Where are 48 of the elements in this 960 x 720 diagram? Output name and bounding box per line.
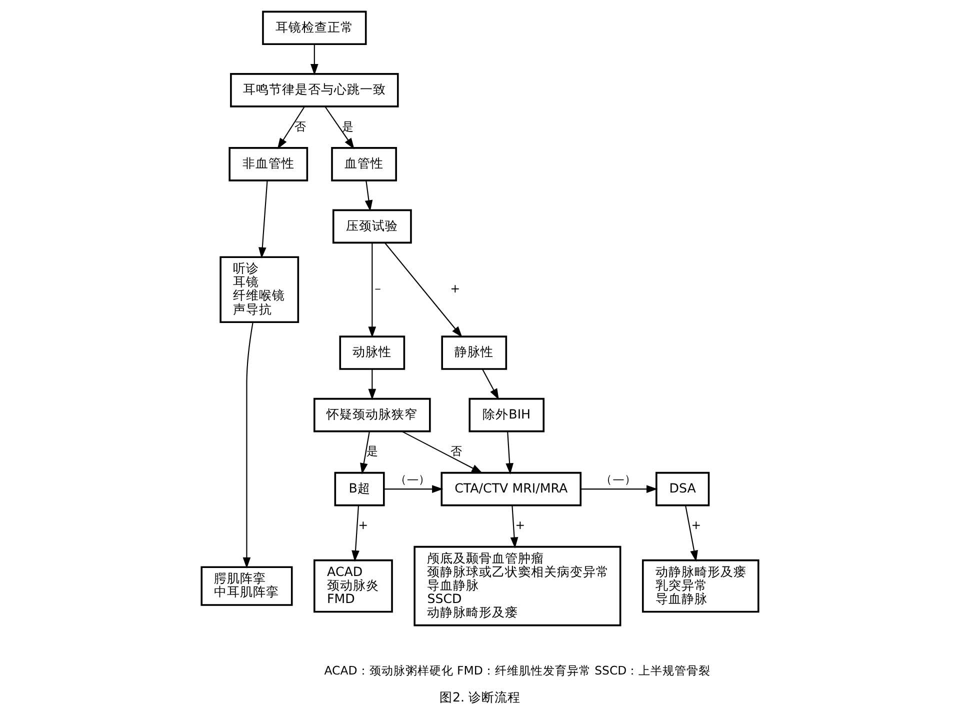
node-box: 耳鸣节律是否与心跳一致 [230,73,399,108]
node-box: 血管性 [331,147,397,182]
node-box: 耳镜检查正常 [262,10,367,46]
edge-label: 否 [294,119,306,134]
arrow [277,106,305,150]
edge-label: － [372,282,384,296]
node-box: 除外BIH [468,398,545,432]
arrow [580,485,658,493]
node-box: 颅底及颞骨血管肿瘤 颈静脉球或乙状窦相关病变异常 导血静脉 SSCD 动静脉畸形及瘘 [414,546,622,626]
arrow [510,506,518,548]
node-box: 腭肌阵挛 中耳肌阵挛 [200,566,293,606]
edge-label: + [691,518,702,532]
edge-label: + [515,518,526,532]
arrow [368,242,376,338]
edge-label: 否 [450,444,463,458]
arrow [506,432,514,474]
node-box: DSA [656,472,710,506]
edge-label: （—） [394,472,431,486]
node-box: B超 [334,472,385,506]
arrow [384,242,462,338]
caption: 图2. 诊断流程 [439,689,521,704]
node-box: ACAD 颈动脉炎 FMD [314,559,393,613]
edge-label: （—） [600,472,636,486]
node-box: 静脉性 [441,336,508,370]
arrow [368,369,376,400]
node-box: 怀疑颈动脉狭窄 [314,398,431,432]
arrow [685,506,698,562]
arrow [242,322,254,569]
edge-label: 是 [342,119,354,134]
node-box: 非血管性 [228,147,308,182]
node-box: 动静脉畸形及瘘 乳突异常 导血静脉 [642,559,760,613]
arrow [364,180,373,212]
arrow [352,506,360,562]
arrow [482,369,499,400]
node-box: 动脉性 [339,336,406,370]
edge-label: 是 [366,444,379,458]
arrow [324,106,354,150]
arrow [384,485,444,493]
label: ACAD：颈动脉粥样硬化 FMD：纤维肌性发育异常 SSCD：上半规管骨裂 [324,663,711,678]
node-box: 听诊 耳镜 纤维喉镜 声导抗 [220,256,300,323]
node-box: 压颈试验 [332,209,412,244]
node-box: CTA/CTV MRI/MRA [440,472,582,506]
arrow [402,430,483,474]
edge-label: + [358,518,368,532]
arrow [310,44,318,76]
edge-label: + [450,282,460,296]
arrow [360,432,370,474]
arrow [258,180,268,259]
